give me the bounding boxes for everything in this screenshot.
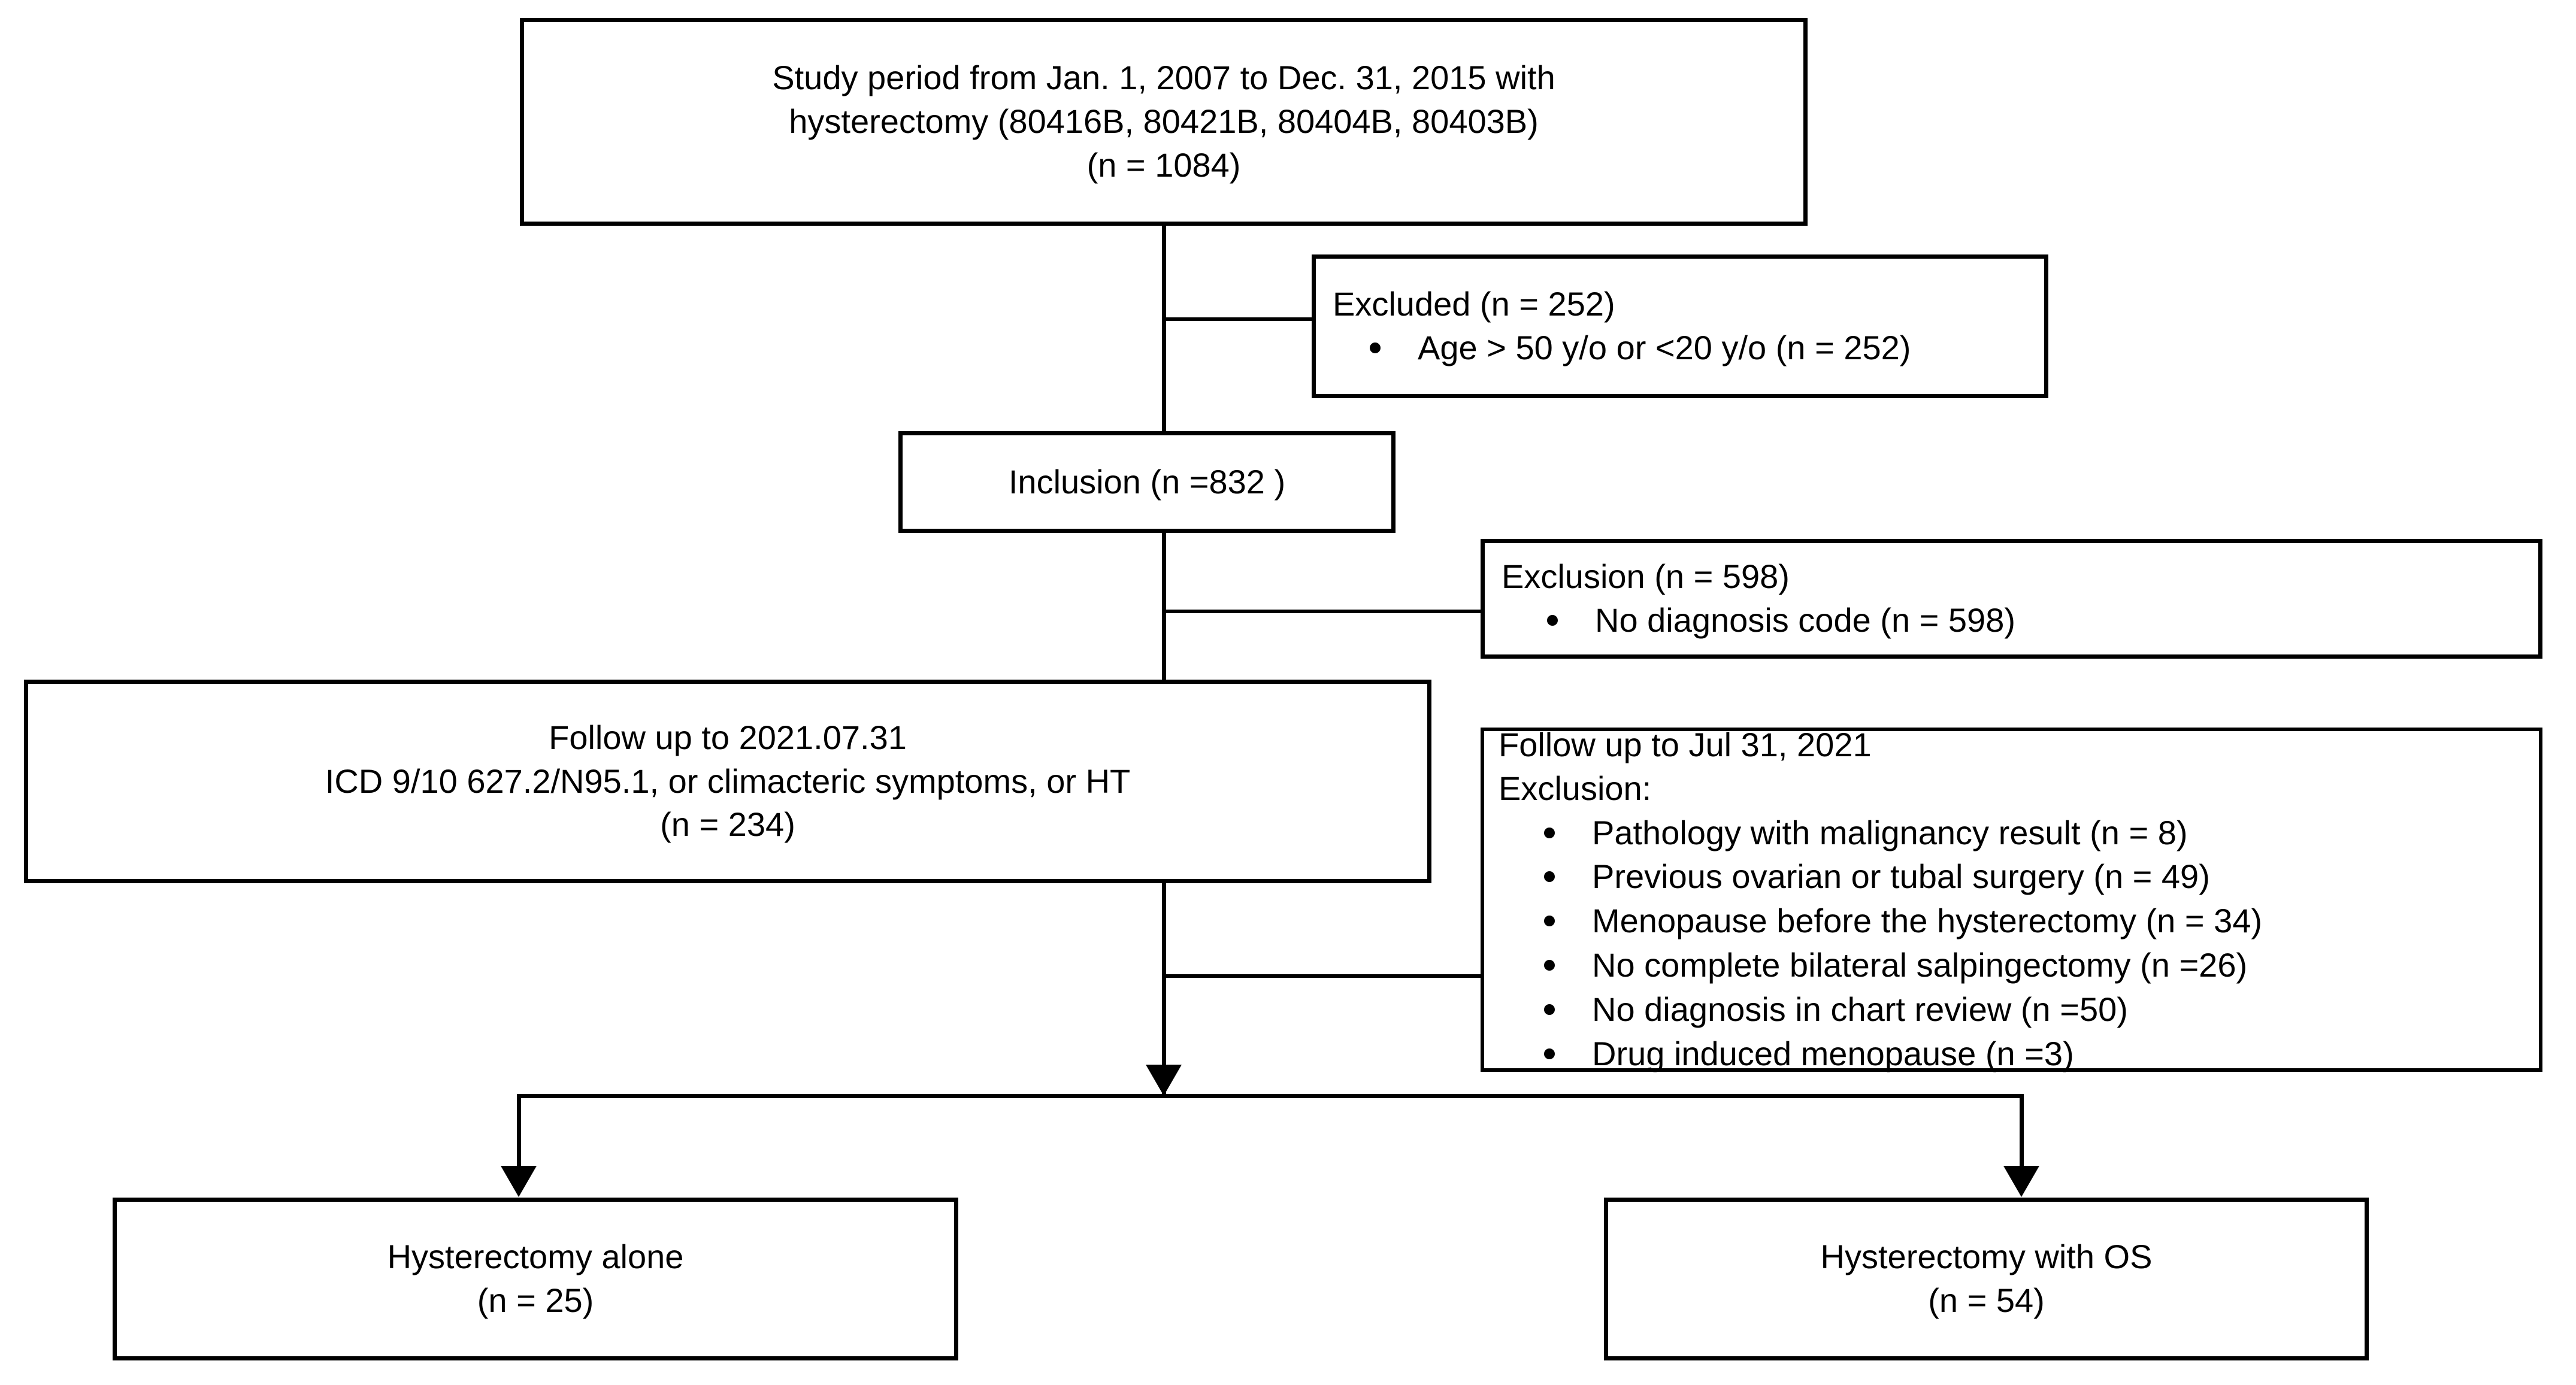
exclusion-chart-bullet-5: No diagnosis in chart review (n =50) (1592, 990, 2128, 1029)
list-item: Drug induced menopause (n =3) (1499, 1032, 2539, 1076)
hysterectomy-with-os-box: Hysterectomy with OS (n = 54) (1604, 1198, 2369, 1360)
exclusion-chart-bullet-4: No complete bilateral salpingectomy (n =… (1592, 946, 2248, 984)
exclusion-chart-bullet-1: Pathology with malignancy result (n = 8) (1592, 813, 2188, 851)
inclusion-box: Inclusion (n =832 ) (898, 431, 1396, 533)
exclusion-no-diagnosis-code-box: Exclusion (n = 598) No diagnosis code (n… (1481, 539, 2542, 659)
connector-arrowhead-left (501, 1166, 537, 1197)
exclusion-chart-bullet-2: Previous ovarian or tubal surgery (n = 4… (1592, 857, 2210, 896)
follow-up-line-1: Follow up to 2021.07.31 (549, 718, 907, 756)
exclusion-no-code-bullet-1: No diagnosis code (n = 598) (1595, 601, 2015, 640)
connector-arrowhead-right (2003, 1166, 2039, 1197)
study-period-line-2: hysterectomy (80416B, 80421B, 80404B, 80… (789, 102, 1539, 141)
bullet-dot-icon (1370, 343, 1381, 354)
excluded-age-bullet-1: Age > 50 y/o or <20 y/o (n = 252) (1418, 329, 1911, 367)
follow-up-line-3: (n = 234) (660, 805, 795, 844)
bullet-dot-icon (1547, 615, 1558, 626)
list-item: Previous ovarian or tubal surgery (n = 4… (1499, 854, 2539, 899)
connector-branch-excluded-age (1162, 317, 1313, 321)
exclusion-no-code-bullet-list: No diagnosis code (n = 598) (1502, 598, 2538, 643)
bullet-dot-icon (1544, 871, 1555, 883)
list-item: Pathology with malignancy result (n = 8) (1499, 811, 2539, 855)
outcome-left-line-2: (n = 25) (477, 1281, 594, 1319)
hysterectomy-alone-box: Hysterectomy alone (n = 25) (113, 1198, 958, 1360)
inclusion-line-1: Inclusion (n =832 ) (1008, 462, 1286, 501)
study-period-line-1: Study period from Jan. 1, 2007 to Dec. 3… (772, 59, 1555, 97)
follow-up-line-2: ICD 9/10 627.2/N95.1, or climacteric sym… (325, 762, 1131, 800)
connector-drop-left (517, 1094, 521, 1166)
excluded-age-box: Excluded (n = 252) Age > 50 y/o or <20 y… (1312, 254, 2048, 398)
outcome-left-line-1: Hysterectomy alone (387, 1238, 684, 1276)
connector-split-bar (517, 1094, 2024, 1098)
excluded-age-bullet-list: Age > 50 y/o or <20 y/o (n = 252) (1333, 326, 2044, 370)
exclusion-no-code-heading: Exclusion (n = 598) (1502, 557, 1790, 595)
connector-branch-exclusion-no-code (1162, 610, 1483, 613)
study-period-line-3: (n = 1084) (1086, 146, 1241, 184)
outcome-right-line-1: Hysterectomy with OS (1820, 1238, 2153, 1276)
follow-up-box: Follow up to 2021.07.31 ICD 9/10 627.2/N… (24, 680, 1431, 883)
excluded-age-heading: Excluded (n = 252) (1333, 284, 1615, 323)
connector-arrowhead-to-split (1146, 1065, 1182, 1096)
exclusion-chart-heading-1: Follow up to Jul 31, 2021 (1499, 725, 1872, 763)
outcome-right-line-2: (n = 54) (1928, 1281, 2045, 1319)
list-item: No complete bilateral salpingectomy (n =… (1499, 943, 2539, 987)
exclusion-chart-bullet-list: Pathology with malignancy result (n = 8)… (1499, 811, 2539, 1076)
list-item: Menopause before the hysterectomy (n = 3… (1499, 899, 2539, 943)
exclusion-chart-heading-2: Exclusion: (1499, 769, 1652, 807)
bullet-dot-icon (1544, 1004, 1555, 1016)
exclusion-chart-bullet-3: Menopause before the hysterectomy (n = 3… (1592, 902, 2263, 940)
bullet-dot-icon (1544, 827, 1555, 838)
connector-main-stem (1162, 226, 1166, 1098)
bullet-dot-icon (1544, 1048, 1555, 1060)
list-item: No diagnosis code (n = 598) (1502, 598, 2538, 643)
exclusion-chart-bullet-6: Drug induced menopause (n =3) (1592, 1035, 2074, 1073)
list-item: No diagnosis in chart review (n =50) (1499, 987, 2539, 1032)
exclusion-chart-review-box: Follow up to Jul 31, 2021 Exclusion: Pat… (1481, 726, 2542, 1072)
connector-branch-exclusion-chart (1162, 974, 1483, 978)
list-item: Age > 50 y/o or <20 y/o (n = 252) (1333, 326, 2044, 370)
study-period-box: Study period from Jan. 1, 2007 to Dec. 3… (520, 18, 1808, 226)
bullet-dot-icon (1544, 960, 1555, 971)
connector-drop-right (2020, 1094, 2024, 1166)
bullet-dot-icon (1544, 916, 1555, 927)
